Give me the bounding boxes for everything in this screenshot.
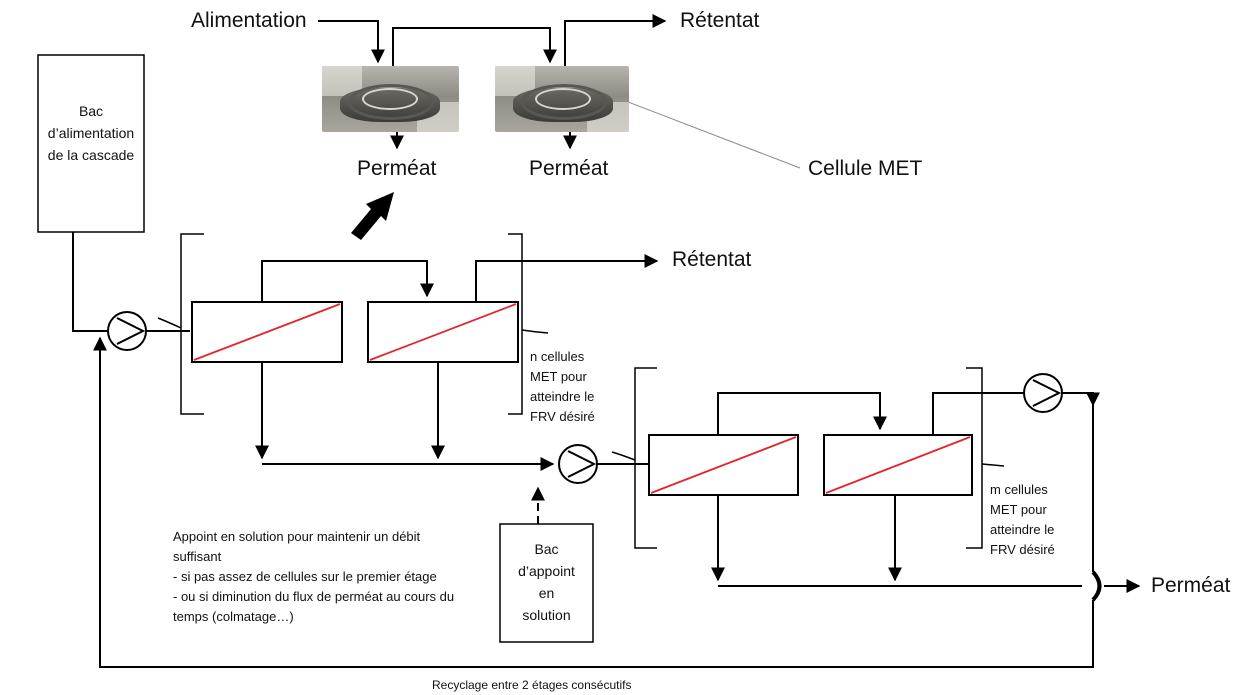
stage2-cell-1 (648, 434, 799, 496)
feed-tank-box (37, 54, 145, 233)
pump-1-icon (107, 311, 147, 351)
stage1-cell-1 (191, 301, 343, 363)
permeat-label-2: Perméat (529, 157, 609, 180)
recycle-label: Recyclage entre 2 étages consécutifs (432, 678, 632, 692)
stage1-note: n cellules MET pour atteindre le FRV dés… (530, 349, 595, 424)
stage1-retentat-label: Rétentat (672, 248, 752, 271)
feed-line (72, 232, 107, 332)
alimentation-label: Alimentation (191, 9, 307, 32)
makeup-tank-box (499, 523, 594, 643)
stage2-permeat-label: Perméat (1151, 574, 1231, 597)
feed-tank-text: Bac d’alimentation de la cascade (47, 103, 135, 163)
cellule-met-label: Cellule MET (808, 157, 923, 180)
stage2-bracket (611, 367, 1005, 549)
crossover-bump (1091, 570, 1102, 602)
pump-3-icon (1023, 373, 1063, 413)
top-retentat-label: Rétentat (680, 9, 760, 32)
makeup-tank-text: Bac d’appoint en solution (518, 541, 575, 623)
thick-arrow-icon (351, 192, 394, 240)
makeup-note: Appoint en solution pour maintenir un dé… (173, 529, 455, 624)
stage1-bracket (157, 233, 549, 415)
stage2-note: m cellules MET pour atteindre le FRV dés… (990, 482, 1055, 557)
permeat-label-1: Perméat (357, 157, 437, 180)
stage1-cell-2 (367, 301, 519, 363)
stage2-cell-2 (823, 434, 973, 496)
met-cell-photo-1 (322, 66, 459, 132)
cellule-pointer (609, 94, 801, 169)
pump-2-icon (558, 444, 598, 484)
met-cell-photo-2 (495, 66, 629, 132)
